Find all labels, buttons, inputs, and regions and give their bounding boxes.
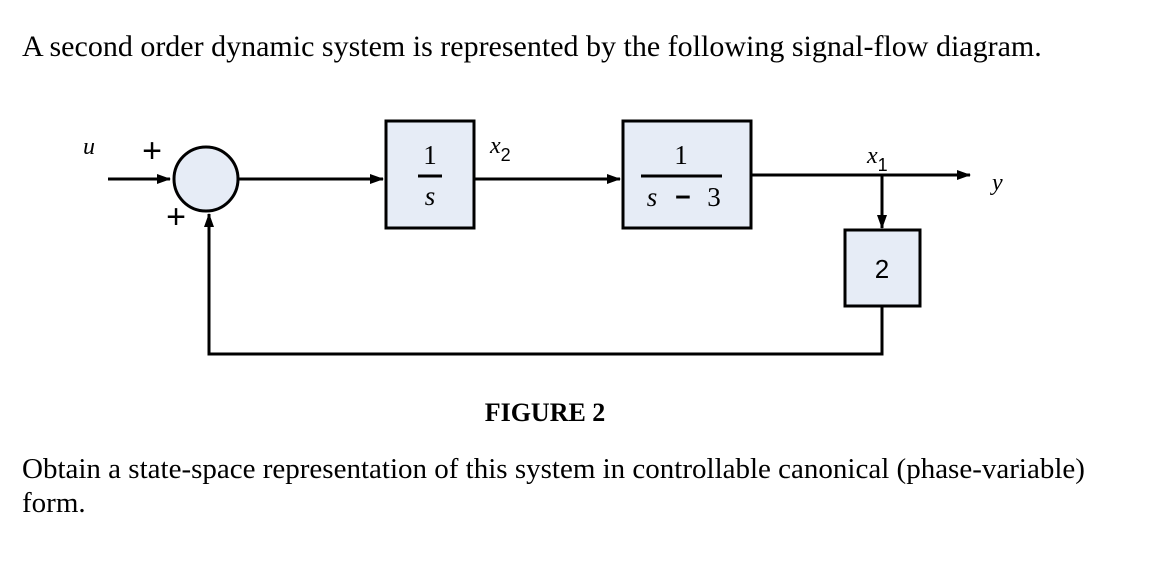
summing-sign-top: +	[142, 132, 162, 170]
integrator-numerator: 1	[423, 140, 437, 170]
state-label-x1: x1	[866, 143, 888, 175]
feedback-gain-value: 2	[875, 254, 889, 284]
figure-caption: FIGURE 2	[484, 398, 606, 427]
plant-numerator: 1	[674, 140, 688, 170]
summing-junction	[172, 145, 240, 213]
output-label: y	[990, 170, 1003, 196]
state-label-x2: x2	[489, 133, 511, 165]
question-text: Obtain a state-space representation of t…	[22, 453, 1085, 519]
x2-subscript: 2	[501, 145, 511, 165]
intro-text: A second order dynamic system is represe…	[22, 30, 1042, 63]
summing-sign-bottom: +	[166, 198, 186, 236]
integrator-denominator: s	[425, 181, 436, 211]
plant-denominator-var: s	[647, 182, 658, 212]
feedback-gain-block	[843, 228, 922, 308]
plant-denominator-op: −	[675, 182, 691, 212]
x1-subscript: 1	[878, 155, 888, 175]
x1-base: x	[866, 143, 878, 169]
x2-base: x	[489, 133, 501, 159]
feedback-path	[204, 213, 884, 356]
input-label: u	[83, 134, 95, 160]
plant-denominator-const: 3	[707, 182, 721, 212]
